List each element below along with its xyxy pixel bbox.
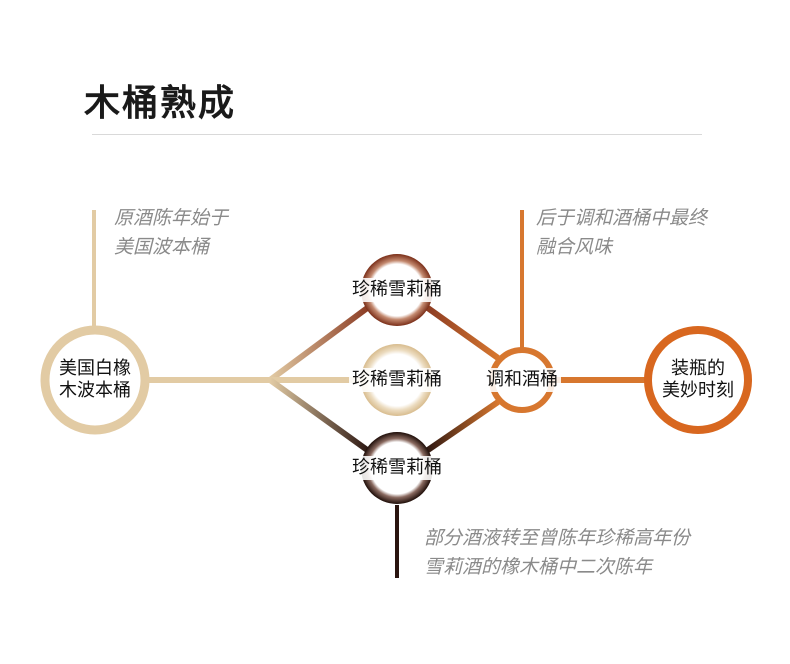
flow-sherry-bottom-to-blend: [423, 399, 500, 455]
title-divider: [92, 134, 702, 135]
node-bottling: [644, 326, 752, 434]
label-sherry-bottom: 珍稀雪莉桶: [349, 456, 445, 480]
label-blend: 调和酒桶: [483, 368, 561, 392]
label-bottling: 装瓶的 美妙时刻: [662, 358, 734, 401]
note-american-barrel: 原酒陈年始于 美国波本桶: [114, 207, 229, 258]
note-sherry: 部分酒液转至曾陈年珍稀高年份 雪莉酒的橡木桶中二次陈年: [424, 527, 691, 578]
flow-sherry-top-to-blend: [423, 303, 500, 361]
label-sherry-middle: 珍稀雪莉桶: [349, 368, 445, 392]
page-title: 木桶熟成: [84, 83, 237, 124]
note-blend: 后于调和酒桶中最终 融合风味: [536, 207, 708, 258]
label-american-barrel: 美国白橡 木波本桶: [59, 358, 131, 401]
flow-split-to-sherry-top: [268, 303, 372, 383]
flow-split-to-sherry-bottom: [268, 377, 372, 455]
label-sherry-top: 珍稀雪莉桶: [349, 278, 445, 302]
node-american-barrel: [40, 325, 150, 435]
